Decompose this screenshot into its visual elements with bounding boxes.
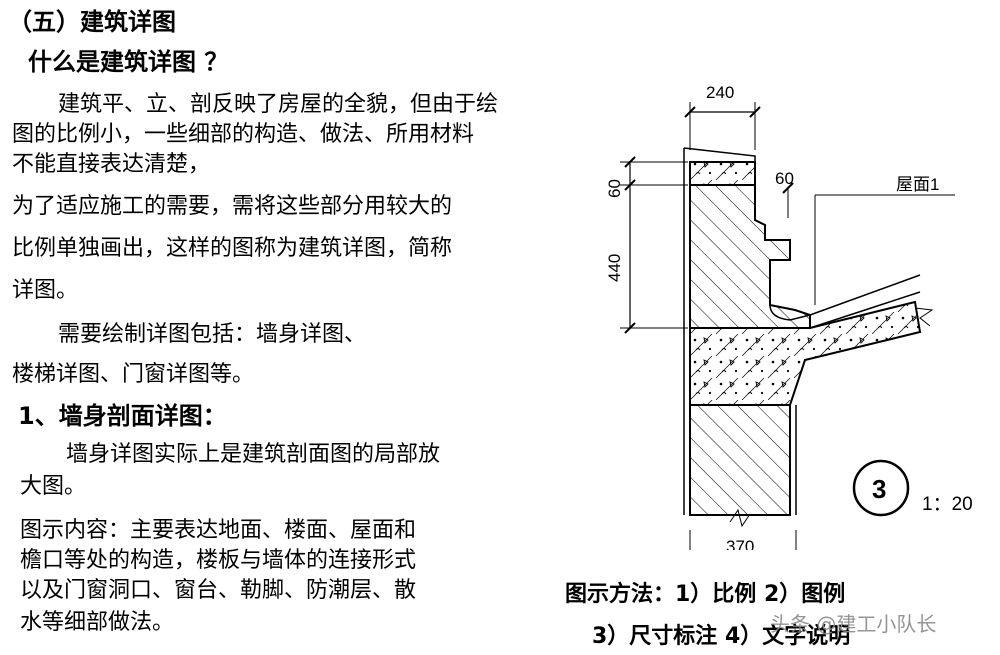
text-line: 为了适应施工的需要，需将这些部分用较大的 [12,194,453,219]
text-line: 需要绘制详图包括：墙身详图、 [58,322,367,347]
subheading-wall-section: 1、墙身剖面详图： [18,402,227,430]
dim-370: 370 [726,537,754,550]
detail-scale: 1：20 [922,494,973,515]
detail-index-circle [852,459,910,517]
dim-60-right: 60 [775,169,794,188]
text-line: 图的比例小，一些细部的构造、做法、所用材料 [12,122,475,147]
text-line: 檐口等处的构造，楼板与墙体的连接形式 [20,548,417,573]
text-line: 不能直接表达清楚， [12,152,211,177]
dim-240: 240 [706,83,734,102]
question-heading: 什么是建筑详图 ？ [28,48,229,76]
text-line: 大图。 [20,474,87,499]
method-line-2: 3）尺寸标注 4）文字说明 [592,624,851,649]
text-line: 详图。 [12,278,79,303]
coping [689,161,756,186]
watermark: 头条 @建工小队长 [770,612,937,636]
detail-number: 3 [872,474,886,504]
section-title: （五）建筑详图 [8,8,176,36]
dim-440: 440 [605,254,624,282]
wall-section-drawing: 240 60 440 60 屋面1 370 3 1：20 [605,83,973,550]
concrete-slab [689,300,922,406]
dim-60-left: 60 [605,179,624,198]
parapet-wall [689,184,811,329]
text-line: 墙身详图实际上是建筑剖面图的局部放 [66,442,441,467]
text-line: 比例单独画出，这样的图称为建筑详图，简称 [12,236,453,261]
method-line-1: 图示方法：1）比例 2）图例 [565,582,846,607]
text-line: 图示内容：主要表达地面、楼面、屋面和 [20,518,417,543]
text-line: 以及门窗洞口、窗台、勒脚、防潮层、散 [20,578,417,603]
text-line: 水等细部做法。 [20,610,175,635]
roof-label: 屋面1 [896,175,939,194]
brick-wall-lower [689,404,791,516]
text-line: 建筑平、立、剖反映了房屋的全貌，但由于绘 [58,92,499,117]
text-line: 楼梯详图、门窗详图等。 [12,362,255,387]
